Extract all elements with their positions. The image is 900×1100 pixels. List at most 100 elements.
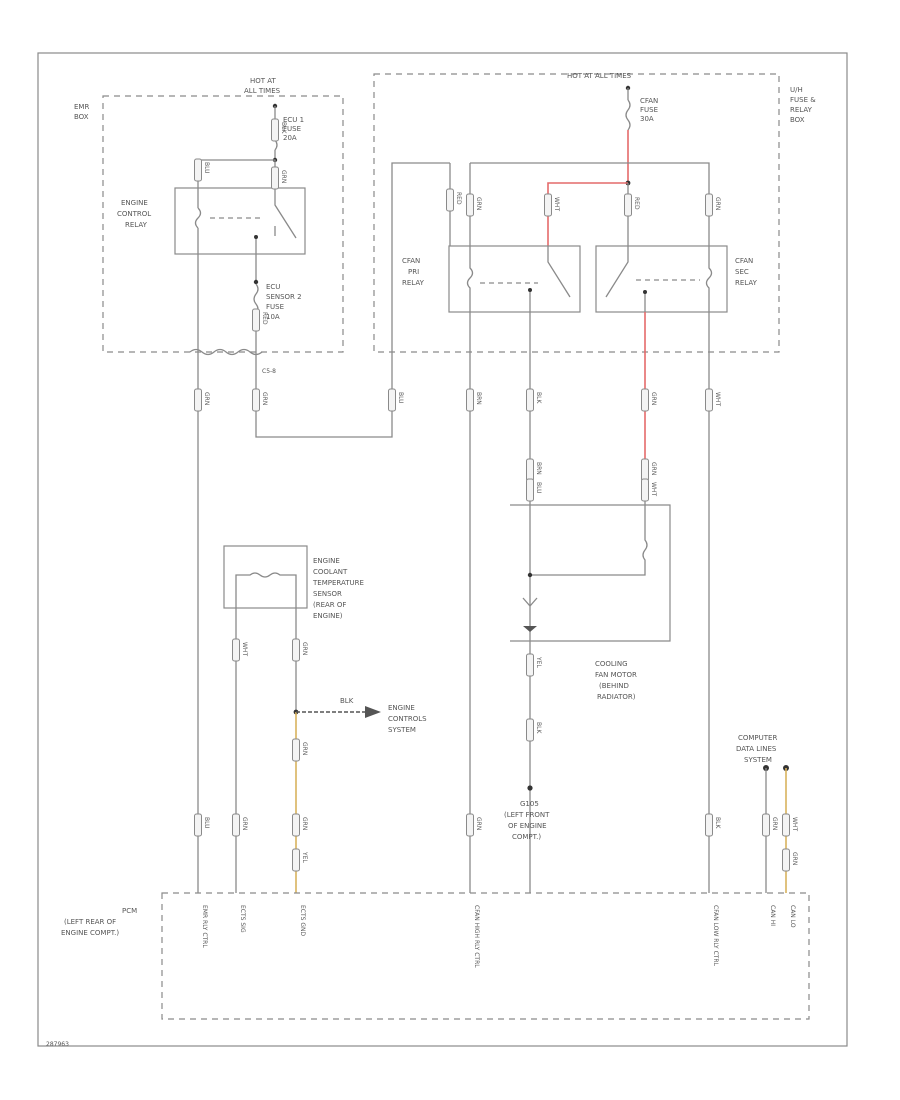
- wire-color-code: GRN: [301, 817, 308, 830]
- ecus2-label-3: FUSE: [266, 303, 284, 311]
- cdl-label-3: SYSTEM: [744, 756, 772, 764]
- fan-connector-icon: [522, 597, 538, 607]
- ecus2-label-4: 10A: [266, 313, 280, 321]
- wire-color-code: BLK: [535, 392, 542, 404]
- wire-color-code: GRN: [301, 642, 308, 655]
- wire-color-code: GRN: [650, 462, 657, 475]
- engine-controls-label-2: CONTROLS: [388, 715, 427, 723]
- uh-fuse-relay-box: [373, 73, 780, 353]
- g105-label-1: G105: [520, 800, 539, 808]
- wire-color-code: WHT: [553, 197, 560, 211]
- diagram-id: 287963: [46, 1041, 69, 1048]
- cdl-label-2: DATA LINES: [736, 745, 777, 753]
- wire-connector-tag: [292, 848, 300, 872]
- wire-connector-tag: [641, 458, 649, 482]
- wire-color-code: GRN: [261, 392, 268, 405]
- wire-color-code: YEL: [535, 656, 542, 668]
- pri-coil-icon: [466, 246, 474, 312]
- wire-color-code: WHT: [650, 482, 657, 496]
- wire-connector-tag: [271, 118, 279, 142]
- fan-motor-winding-icon: [530, 500, 648, 576]
- emr-box-label-1: EMR: [74, 103, 89, 111]
- emr-box: [102, 95, 344, 353]
- wire-color-code: BLU: [535, 482, 542, 494]
- pcm-pin-ects-sig: ECTS SIG: [239, 905, 246, 933]
- ect-label-6: ENGINE): [313, 612, 343, 620]
- wire-connector-tag: [388, 388, 396, 412]
- pcm-label-1: PCM: [122, 907, 137, 915]
- wire-color-code: GRN: [650, 392, 657, 405]
- engine-control-relay: [174, 187, 306, 255]
- wire-connector-tag: [252, 388, 260, 412]
- sec-label-1: CFAN: [735, 257, 753, 265]
- wire-color-code: GRN: [301, 742, 308, 755]
- thermistor-icon: [235, 572, 297, 608]
- fan-label-4: RADIATOR): [597, 693, 636, 701]
- uh-label-4: BOX: [790, 116, 805, 124]
- pin-tag-1: C5-8: [262, 368, 276, 375]
- wire-connector-tag: [232, 813, 240, 837]
- wire-connector-tag: [526, 478, 534, 502]
- wire-color-code: GRN: [203, 392, 210, 405]
- wire-color-code: GRN: [714, 197, 721, 210]
- pri-switch-icon: [529, 246, 571, 312]
- box-edge-wave: [189, 348, 263, 356]
- emr-box-label-2: BOX: [74, 113, 89, 121]
- sec-coil-icon: [705, 246, 713, 312]
- wire-color-code: RED: [455, 192, 462, 205]
- hot-label-right: HOT AT ALL TIMES: [567, 72, 632, 80]
- ecu1-fuse-label-2: FUSE: [283, 125, 301, 133]
- wire-color-code: BLK: [535, 722, 542, 734]
- wire-color-code: WHT: [791, 817, 798, 831]
- cfan-fuse-label-3: 30A: [640, 115, 654, 123]
- wire-connector-tag: [641, 388, 649, 412]
- g105-label-3: OF ENGINE: [508, 822, 547, 830]
- pcm-label-3: ENGINE COMPT.): [61, 929, 119, 937]
- fan-connector-male-icon: [523, 626, 537, 632]
- ecr-label-3: RELAY: [125, 221, 148, 229]
- wire-connector-tag: [526, 388, 534, 412]
- fan-label-3: (BEHIND: [599, 682, 629, 690]
- uh-label-1: U/H: [790, 86, 803, 94]
- pcm-box: [161, 892, 810, 1020]
- g105-label-2: (LEFT FRONT: [504, 811, 550, 819]
- wire-color-code: BRN: [535, 462, 542, 475]
- cfan-fuse-label-2: FUSE: [640, 106, 658, 114]
- red-wire-pri: [547, 182, 628, 246]
- wire-color-code: BRN: [475, 392, 482, 405]
- g105-label-4: COMPT.): [512, 833, 541, 841]
- fan-label-2: FAN MOTOR: [595, 671, 637, 679]
- pri-label-2: PRI: [408, 268, 419, 276]
- cfan-pri-relay: [448, 245, 581, 313]
- wire-connector-tag: [544, 193, 552, 217]
- ect-label-5: (REAR OF: [313, 601, 346, 609]
- pcm-pin-can-lo: CAN LO: [789, 905, 796, 928]
- wire-connector-tag: [292, 738, 300, 762]
- fan-label-1: COOLING: [595, 660, 628, 668]
- wire-connector-tag: [194, 388, 202, 412]
- ecus2-label-1: ECU: [266, 283, 280, 291]
- wire-connector-tag: [292, 813, 300, 837]
- ecu1-fuse-label-1: ECU 1: [283, 116, 304, 124]
- wire-color-code: BLU: [203, 162, 210, 174]
- wire-connector-tag: [782, 813, 790, 837]
- pcm-pin-emr-rly-ctrl: EMR RLY CTRL: [201, 905, 208, 948]
- wire-color-code: GRN: [241, 817, 248, 830]
- wire-color-code: GRN: [791, 852, 798, 865]
- wire-connector-tag: [292, 638, 300, 662]
- pri-label-1: CFAN: [402, 257, 420, 265]
- cooling-fan-motor-outline: [510, 504, 671, 642]
- wire-color-code: BLU: [397, 392, 404, 404]
- wire-color-code: RED: [261, 312, 268, 325]
- wire-connector-tag: [762, 813, 770, 837]
- engine-controls-label-1: ENGINE: [388, 704, 415, 712]
- pcm-pin-can-hi: CAN HI: [769, 905, 776, 926]
- wire-color-code: BLK: [280, 122, 287, 134]
- uh-label-3: RELAY: [790, 106, 813, 114]
- sec-label-2: SEC: [735, 268, 749, 276]
- pcm-pin-cfan-low: CFAN LOW RLY CTRL: [712, 905, 719, 967]
- ecr-label-2: CONTROL: [117, 210, 151, 218]
- ect-label-1: ENGINE: [313, 557, 340, 565]
